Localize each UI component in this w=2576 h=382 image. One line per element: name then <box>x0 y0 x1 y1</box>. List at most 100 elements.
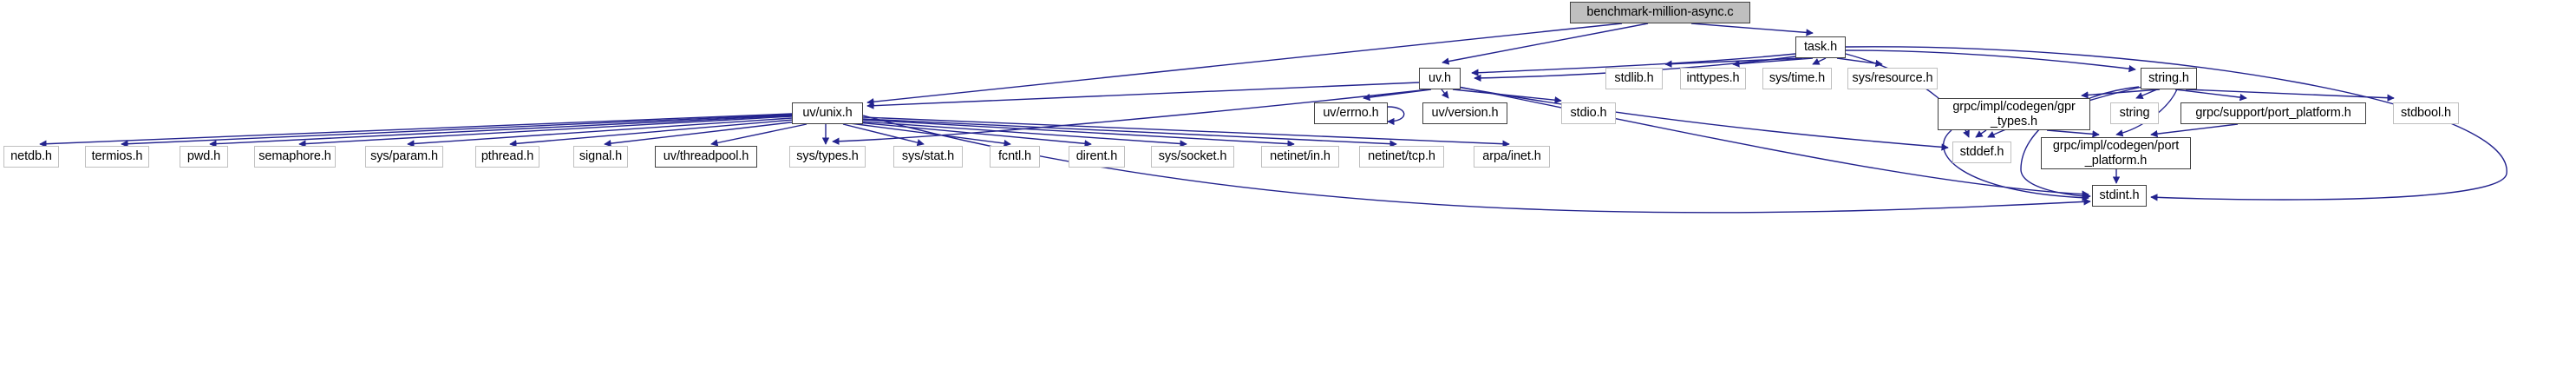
graph-node-label: uv/version.h <box>1431 106 1499 121</box>
graph-node-uvthreadpool[interactable]: uv/threadpool.h <box>655 146 757 168</box>
graph-node-label: sys/socket.h <box>1158 149 1227 164</box>
graph-node-pthread[interactable]: pthread.h <box>475 146 539 168</box>
graph-node-sysstat[interactable]: sys/stat.h <box>893 146 963 168</box>
graph-node-inttypes[interactable]: inttypes.h <box>1680 68 1746 89</box>
graph-node-label: stdbool.h <box>2401 106 2451 121</box>
graph-node-stringcpp[interactable]: string <box>2110 102 2159 124</box>
graph-edge <box>1812 57 1827 65</box>
graph-node-label: termios.h <box>91 149 143 164</box>
graph-edge <box>1471 53 1796 76</box>
graph-node-label: sys/time.h <box>1769 71 1826 86</box>
graph-node-root[interactable]: benchmark-million-async.c <box>1570 2 1750 23</box>
graph-edge <box>849 122 1011 148</box>
graph-node-label: semaphore.h <box>258 149 331 164</box>
graph-node-label: sys/types.h <box>796 149 859 164</box>
graph-edge <box>298 115 793 148</box>
graph-edge <box>862 118 1397 148</box>
graph-node-label: string.h <box>2148 71 2189 86</box>
graph-edge <box>604 121 799 148</box>
graph-node-label: fcntl.h <box>998 149 1031 164</box>
graph-node-signal[interactable]: signal.h <box>573 146 628 168</box>
graph-edge <box>1943 129 2089 201</box>
graph-node-label: stdlib.h <box>1614 71 1654 86</box>
graph-node-label: inttypes.h <box>1686 71 1740 86</box>
graph-edge <box>1845 46 2507 201</box>
graph-node-stdint[interactable]: stdint.h <box>2092 185 2147 207</box>
graph-node-label: sys/stat.h <box>901 149 955 164</box>
graph-node-label: task.h <box>1803 40 1838 55</box>
graph-node-semaphore[interactable]: semaphore.h <box>254 146 336 168</box>
graph-edge <box>862 115 2091 214</box>
graph-edge <box>1456 86 1949 151</box>
graph-node-label: pthread.h <box>481 149 534 164</box>
graph-node-netinettcp[interactable]: netinet/tcp.h <box>1359 146 1444 168</box>
graph-edge <box>860 121 1187 148</box>
graph-edge <box>1732 57 1814 68</box>
graph-node-sysparam[interactable]: sys/param.h <box>365 146 443 168</box>
graph-node-stdio[interactable]: stdio.h <box>1561 102 1616 124</box>
graph-node-gprtypes[interactable]: grpc/impl/codegen/gpr _types.h <box>1938 98 2090 130</box>
graph-node-label: sys/resource.h <box>1852 71 1933 86</box>
graph-node-uverrno[interactable]: uv/errno.h <box>1314 102 1388 124</box>
graph-node-label: arpa/inet.h <box>1482 149 1541 164</box>
graph-node-fcntl[interactable]: fcntl.h <box>990 146 1040 168</box>
graph-node-label: netinet/in.h <box>1270 149 1330 164</box>
graph-edge <box>2135 89 2158 99</box>
graph-node-stdlib[interactable]: stdlib.h <box>1605 68 1663 89</box>
graph-node-systypes[interactable]: sys/types.h <box>789 146 866 168</box>
graph-node-uvunix[interactable]: uv/unix.h <box>792 102 863 124</box>
graph-node-label: stdint.h <box>2099 188 2140 203</box>
graph-node-netinetin[interactable]: netinet/in.h <box>1261 146 1339 168</box>
graph-node-label: uv/unix.h <box>802 106 853 121</box>
graph-node-arpainet[interactable]: arpa/inet.h <box>1474 146 1550 168</box>
graph-node-stdbool[interactable]: stdbool.h <box>2393 102 2459 124</box>
graph-node-pwd[interactable]: pwd.h <box>180 146 228 168</box>
graph-node-label: grpc/impl/codegen/gpr _types.h <box>1952 100 2076 128</box>
graph-edge <box>509 119 794 148</box>
graph-edge <box>1975 129 1987 138</box>
graph-node-syssocket[interactable]: sys/socket.h <box>1151 146 1234 168</box>
graph-edge <box>1690 23 1814 36</box>
graph-edge <box>856 122 1092 148</box>
graph-node-label: dirent.h <box>1076 149 1118 164</box>
graph-node-stringh[interactable]: string.h <box>2141 68 2197 89</box>
graph-node-label: netdb.h <box>10 149 52 164</box>
graph-edge <box>710 123 807 147</box>
graph-node-cgportplat[interactable]: grpc/impl/codegen/port _platform.h <box>2041 137 2191 169</box>
graph-node-termios[interactable]: termios.h <box>85 146 149 168</box>
graph-edge <box>866 82 1420 109</box>
graph-edge <box>842 123 925 147</box>
graph-node-label: uv/threadpool.h <box>663 149 749 164</box>
graph-node-label: sys/param.h <box>370 149 438 164</box>
graph-node-label: string <box>2119 106 2150 121</box>
graph-node-systime[interactable]: sys/time.h <box>1762 68 1832 89</box>
graph-node-label: grpc/support/port_platform.h <box>2195 106 2351 121</box>
graph-node-uvversion[interactable]: uv/version.h <box>1422 102 1507 124</box>
graph-node-label: netinet/tcp.h <box>1368 149 1435 164</box>
graph-node-sysresource[interactable]: sys/resource.h <box>1847 68 1938 89</box>
graph-node-netdb[interactable]: netdb.h <box>3 146 59 168</box>
graph-node-label: stddef.h <box>1959 145 2004 160</box>
graph-node-stddef[interactable]: stddef.h <box>1952 142 2011 163</box>
graph-node-task[interactable]: task.h <box>1795 36 1846 58</box>
graph-edge <box>2185 89 2395 102</box>
graph-edge <box>1387 106 1405 126</box>
graph-edge <box>1845 49 2136 73</box>
graph-node-label: pwd.h <box>186 149 221 164</box>
graph-edge <box>209 115 793 148</box>
graph-node-label: signal.h <box>579 149 623 164</box>
graph-edge <box>832 89 1430 145</box>
graph-edge <box>407 117 793 148</box>
graph-edge <box>121 114 793 148</box>
graph-node-label: stdio.h <box>1570 106 1607 121</box>
graph-node-portplat[interactable]: grpc/support/port_platform.h <box>2180 102 2366 124</box>
graph-node-label: grpc/impl/codegen/port _platform.h <box>2052 139 2180 168</box>
graph-node-label: benchmark-million-async.c <box>1586 5 1734 20</box>
graph-edge <box>1441 89 1449 99</box>
graph-node-uvh[interactable]: uv.h <box>1419 68 1461 89</box>
graph-edge <box>862 116 1510 148</box>
graph-edge <box>2046 129 2100 138</box>
graph-node-dirent[interactable]: dirent.h <box>1069 146 1125 168</box>
